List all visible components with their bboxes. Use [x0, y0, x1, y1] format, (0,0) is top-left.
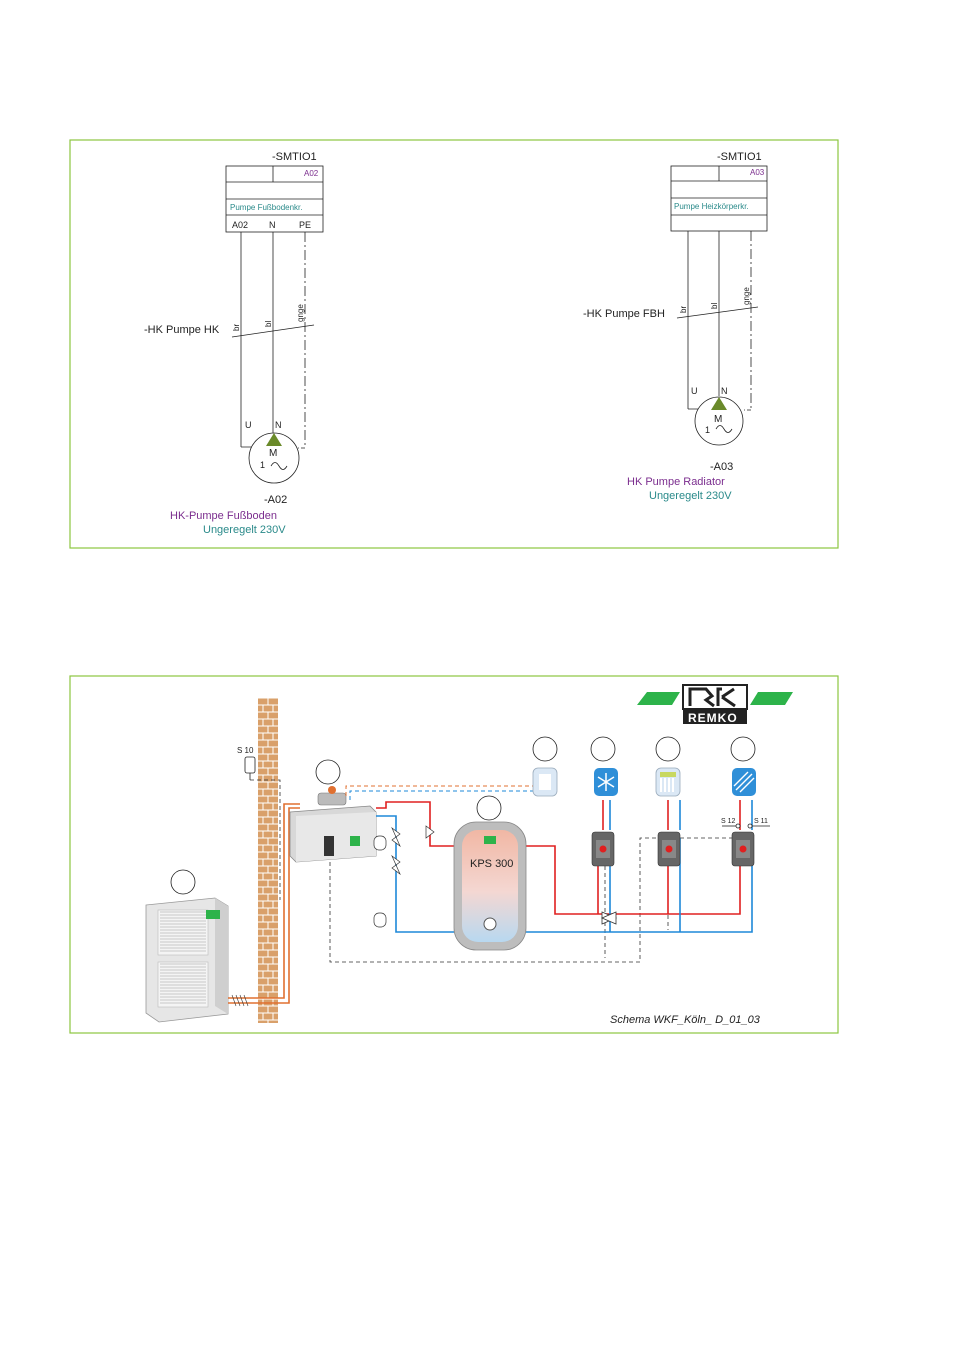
- schema-caption: Schema WKF_Köln_ D_01_03: [610, 1014, 761, 1026]
- left-wires: [231, 232, 315, 449]
- radiator-icon: [655, 767, 681, 797]
- pump-group-1: [591, 831, 615, 867]
- sensor-s10-icon: [244, 756, 256, 780]
- left-wire-color-2: bl: [264, 321, 273, 327]
- callout-tank: [476, 795, 502, 821]
- left-motor-letter: M: [269, 448, 277, 459]
- left-device-spec: Ungeregelt 230V: [203, 524, 286, 536]
- return-pipes: [376, 800, 753, 933]
- floor-heating-icon: [732, 768, 756, 796]
- right-wire-color-2: bl: [710, 303, 719, 309]
- valve-group: [373, 825, 435, 928]
- pump-group-2: [657, 831, 681, 867]
- right-device-spec: Ungeregelt 230V: [649, 490, 732, 502]
- right-header: -SMTIO1: [717, 151, 762, 163]
- left-motor-terminal-n: N: [275, 420, 282, 430]
- left-code: A02: [304, 169, 319, 178]
- left-wire-color-3: gnge: [296, 304, 305, 322]
- pipe-dashed-orange: [345, 785, 553, 796]
- right-wire-color-3: gnge: [742, 287, 751, 305]
- right-wire-color-1: br: [679, 306, 688, 313]
- left-device-name: HK-Pumpe Fußboden: [170, 510, 277, 522]
- sensor-s12-label: S 12: [721, 818, 736, 825]
- hydraulic-frame: [69, 675, 839, 1034]
- sensor-s10-label: S 10: [237, 746, 254, 755]
- pipe-dashed-blue: [349, 790, 553, 800]
- brick-wall: [258, 697, 278, 1027]
- insulation-marks: [231, 994, 249, 1007]
- right-device-name: HK Pumpe Radiator: [627, 476, 725, 488]
- left-motor-terminal-u: U: [245, 420, 252, 430]
- sensor-s11-label: S 11: [754, 818, 768, 825]
- left-device-id: -A02: [264, 494, 287, 506]
- fan-coil-icon: [532, 767, 558, 797]
- tank-label: KPS 300: [470, 858, 513, 870]
- right-motor-letter: M: [714, 414, 722, 425]
- right-function-label: Pumpe Heizkörperkr.: [674, 202, 749, 211]
- refrigerant-pipes: [228, 803, 300, 1004]
- wiring-frame: [69, 139, 839, 549]
- remko-brand: REMKO: [688, 711, 738, 725]
- right-cable-label: -HK Pumpe FBH: [583, 308, 665, 320]
- storage-tank: [453, 821, 527, 951]
- callout-indoor: [315, 759, 341, 785]
- left-terminal-3: PE: [299, 220, 311, 230]
- left-terminal-1: A02: [232, 220, 248, 230]
- left-cable-label: -HK Pumpe HK: [144, 324, 220, 336]
- right-terminal-block: -SMTIO1 A03 Pumpe Heizkörperkr.: [670, 151, 768, 232]
- left-pump-motor-icon: [248, 432, 300, 484]
- remko-logo: REMKO: [637, 684, 793, 725]
- outdoor-unit: [145, 897, 229, 1023]
- left-header: -SMTIO1: [272, 151, 317, 163]
- right-device-id: -A03: [710, 461, 733, 473]
- right-motor-terminal-n: N: [721, 386, 728, 396]
- callout-outdoor: [170, 869, 196, 895]
- left-wire-color-1: br: [232, 324, 241, 331]
- left-terminal-2: N: [269, 220, 276, 230]
- right-code: A03: [750, 168, 765, 177]
- mixing-valve-icon: [600, 911, 618, 925]
- right-motor-phase: 1: [705, 425, 710, 435]
- indoor-module: [289, 786, 377, 863]
- right-motor-terminal-u: U: [691, 386, 698, 396]
- right-wires: [676, 231, 759, 411]
- left-terminal-block: -SMTIO1 A02 Pumpe Fußbodenkr. A02 N PE: [225, 151, 324, 233]
- cooling-snowflake-icon: [594, 768, 618, 796]
- circuit-callouts: [532, 736, 756, 762]
- right-pump-motor-icon: [694, 396, 744, 446]
- sensor-s12-s11: [722, 823, 770, 829]
- left-function-label: Pumpe Fußbodenkr.: [230, 203, 302, 212]
- pump-group-3: [731, 831, 755, 867]
- left-motor-phase: 1: [260, 460, 265, 470]
- supply-pipes: [376, 800, 741, 915]
